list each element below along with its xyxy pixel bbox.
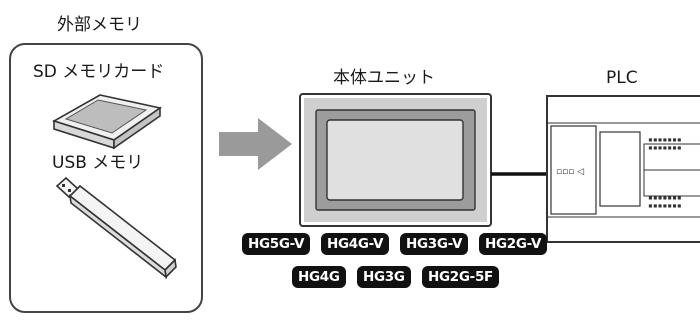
plc-device-icon: ▫▫▫ ◁ ▪▪▪▪▪▪▪ ▪▪▪▪▪▪▪ ▪▪▪▪▪▪▪ ▪▪▪▪▪▪▪ [546, 95, 700, 243]
transfer-arrow-icon [219, 118, 292, 170]
external-memory-title: 外部メモリ [57, 15, 142, 35]
plc-label: PLC [606, 68, 638, 88]
hmi-unit-icon [299, 93, 492, 227]
model-badge: HG2G-V [479, 233, 548, 255]
svg-text:▪▪▪▪▪▪▪: ▪▪▪▪▪▪▪ [648, 143, 682, 152]
model-badge: HG3G-V [400, 233, 469, 255]
model-badge: HG5G-V [242, 233, 311, 255]
usb-stick-icon [55, 176, 177, 279]
svg-text:▫▫▫ ◁: ▫▫▫ ◁ [556, 167, 584, 177]
svg-text:▪▪▪▪▪▪▪: ▪▪▪▪▪▪▪ [648, 193, 682, 202]
svg-text:▪▪▪▪▪▪▪: ▪▪▪▪▪▪▪ [648, 201, 682, 210]
model-badge: HG3G [357, 266, 411, 288]
model-badge: HG4G-V [321, 233, 390, 255]
svg-text:▪▪▪▪▪▪▪: ▪▪▪▪▪▪▪ [648, 135, 682, 144]
usb-memory-label: USB メモリ [52, 153, 144, 173]
unit-label: 本体ユニット [333, 68, 435, 88]
model-badge: HG2G-5F [422, 266, 499, 288]
sd-card-label: SD メモリカード [33, 62, 165, 82]
model-badge: HG4G [292, 266, 346, 288]
sd-card-icon [52, 94, 162, 150]
external-memory-box [9, 43, 203, 313]
